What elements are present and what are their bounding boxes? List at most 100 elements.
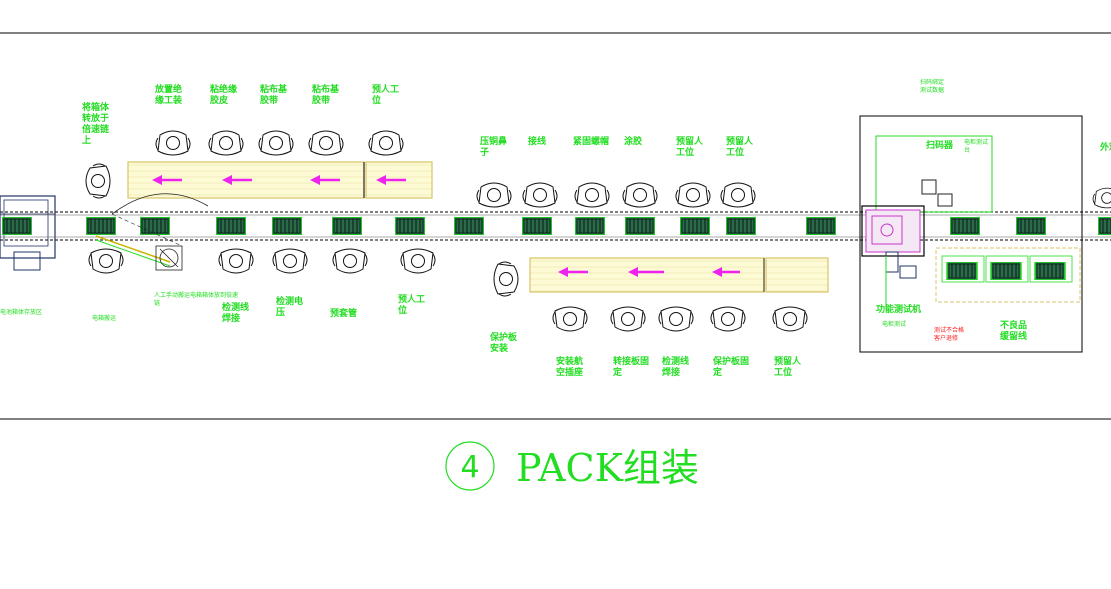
battery-pallet (806, 217, 836, 235)
mid-row-labels: 压铜鼻子 接线 紧固螺帽 涂胶 预留人工位 预留人工位 (480, 135, 754, 158)
label-manual-note: 人工手动搬运电箱箱体放到倍速链 (154, 291, 238, 307)
lower-right-labels: 保护板安装 安装航空插座 转接板固定 检测线焊接 保护板固定 预留人工位 (489, 331, 802, 378)
worker-guard-install (493, 261, 519, 297)
label-reserve-mid-1: 预留人工位 (676, 135, 704, 158)
label-guard-install: 保护板安装 (489, 331, 518, 354)
worker-icon (218, 248, 254, 274)
battery-pallet (522, 217, 552, 235)
battery-pallet (726, 217, 756, 235)
worker-icon (155, 130, 191, 156)
flow-arrow (558, 267, 588, 277)
battery-pallet (990, 262, 1022, 280)
label-adapter: 转接板固定 (612, 355, 649, 378)
worker-icon (1092, 187, 1111, 209)
worker-icon (400, 248, 436, 274)
label-box-transfer: 将箱体转放于倍速链上 (82, 101, 110, 146)
label-reserve-mid-2: 预留人工位 (726, 135, 754, 158)
flow-arrow (222, 175, 252, 185)
lower-work-table (529, 257, 829, 293)
label-exterior-partial: 外观测 (1099, 141, 1111, 153)
label-weld-check: 检测线焊接 (222, 301, 249, 324)
flow-arrow (628, 267, 664, 277)
worker-icon (85, 163, 111, 199)
worker-entrance (85, 163, 111, 199)
main-conveyor (0, 211, 1111, 241)
battery-pallet (395, 217, 425, 235)
worker-icon (476, 182, 512, 208)
label-tester-sub: 电柜测试台 (964, 138, 988, 154)
battery-pallet (625, 217, 655, 235)
lower-left-labels: 检测线焊接 检测电压 预套管 预人工位 电箱搬运 人工手动搬运电箱箱体放到倍速链… (0, 291, 425, 324)
label-tester-note: 电柜测试 (882, 320, 906, 328)
battery-pallet (216, 217, 246, 235)
test-area-labels: 扫码绑定测试数据 扫码器 电柜测试台 功能测试机 电柜测试 测试不合格客户退修 … (876, 78, 1111, 342)
worker-icon (208, 130, 244, 156)
step-circle (445, 441, 495, 491)
flow-arrow (310, 175, 340, 185)
battery-pallet (2, 217, 32, 235)
label-nut: 紧固螺帽 (573, 135, 609, 147)
worker-icon (720, 182, 756, 208)
battery-pallet (680, 217, 710, 235)
drawing-caption: 4 PACK组装 (445, 441, 699, 491)
test-area (859, 115, 1111, 353)
label-box-move: 电箱搬运 (92, 314, 116, 322)
label-sleeve: 预套管 (330, 307, 357, 319)
flow-arrow (712, 267, 740, 277)
label-reserve-lower-2: 预留人工位 (774, 355, 802, 378)
worker-icon (88, 248, 124, 274)
worker-icon (658, 306, 694, 332)
label-weld-check-2: 检测线焊接 (662, 355, 689, 378)
label-insulation-film: 粘绝缘胶皮 (209, 83, 237, 106)
label-plug: 安装航空插座 (556, 355, 583, 378)
battery-pallet (1016, 217, 1046, 235)
workers-top-row (155, 130, 404, 156)
battery-pallet (950, 217, 980, 235)
label-reserve-top: 预人工位 (372, 83, 399, 106)
worker-icon (772, 306, 808, 332)
worker-icon (332, 248, 368, 274)
label-reserve-lower: 预人工位 (398, 293, 425, 316)
label-wiring: 接线 (528, 135, 546, 147)
label-function-tester: 功能测试机 (876, 303, 921, 315)
worker-icon (308, 130, 344, 156)
battery-pallet (575, 217, 605, 235)
label-voltage-check: 检测电压 (276, 295, 303, 318)
workers-mid-row (476, 182, 756, 208)
worker-icon (522, 182, 558, 208)
label-red-note: 测试不合格客户退修 (934, 326, 964, 342)
worker-icon (552, 306, 588, 332)
worker-icon (368, 130, 404, 156)
battery-pallet (140, 217, 170, 235)
worker-icon (258, 130, 294, 156)
worker-icon (610, 306, 646, 332)
battery-pallet (946, 262, 978, 280)
label-tape-1: 粘布基胶带 (259, 83, 288, 106)
label-insulation-fixture: 放置绝缘工装 (154, 83, 183, 106)
worker-icon (622, 182, 658, 208)
flow-arrows (152, 175, 740, 277)
battery-pallet (272, 217, 302, 235)
label-box-storage: 电池箱体存放区 (0, 308, 42, 316)
workers-lower-left-row (88, 248, 436, 274)
worker-icon (710, 306, 746, 332)
battery-pallet (1034, 262, 1066, 280)
top-row-labels: 将箱体转放于倍速链上 放置绝缘工装 粘绝缘胶皮 粘布基胶带 粘布基胶带 预人工位 (82, 83, 399, 146)
label-guard-fix: 保护板固定 (712, 355, 749, 378)
label-glue: 涂胶 (624, 135, 642, 147)
battery-pallet (332, 217, 362, 235)
battery-pallet (454, 217, 484, 235)
label-scanner: 扫码器 (926, 139, 954, 151)
label-defect-line: 不良品缓留线 (1000, 319, 1027, 342)
caption-title: PACK组装 (516, 446, 699, 490)
worker-icon (272, 248, 308, 274)
flow-arrow (376, 175, 406, 185)
step-number: 4 (460, 450, 479, 485)
workers-lower-right-row (552, 306, 808, 332)
flow-arrow (152, 175, 182, 185)
worker-icon (574, 182, 610, 208)
manual-transfer (95, 193, 209, 271)
battery-pallet (1098, 217, 1111, 235)
battery-pallet (86, 217, 116, 235)
